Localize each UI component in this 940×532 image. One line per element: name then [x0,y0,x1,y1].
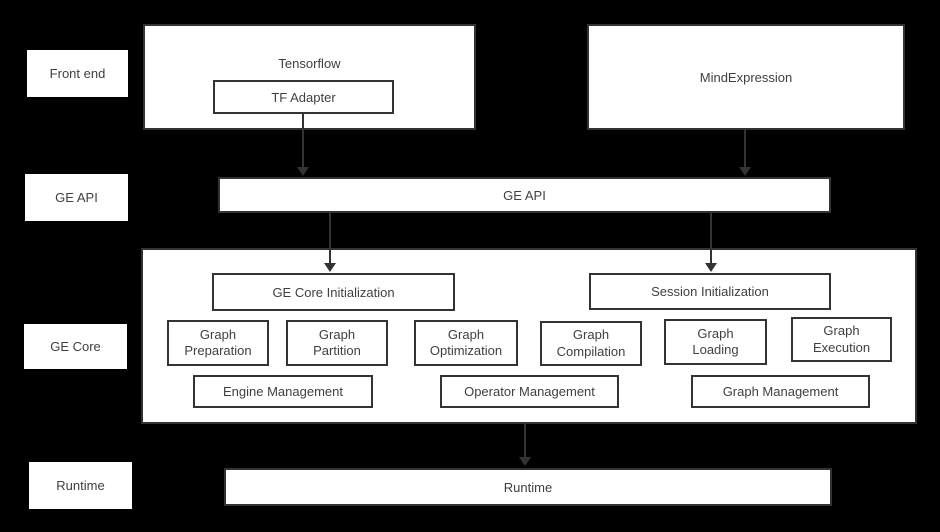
graph-execution-box: Graph Execution [791,317,892,362]
graph-loading-box: Graph Loading [664,319,767,365]
session-initialization-box: Session Initialization [589,273,831,310]
tensorflow-box: Tensorflow TF Adapter [143,24,476,130]
arrow-ge-api-to-session-initialization [705,213,717,272]
graph-optimization-box: Graph Optimization [414,320,518,366]
ge-api-bar: GE API [218,177,831,213]
row-label-ge-api: GE API [25,174,128,221]
graph-compilation-box: Graph Compilation [540,321,642,366]
graph-partition-box: Graph Partition [286,320,388,366]
runtime-bar: Runtime [224,468,832,506]
arrow-mindexpression-to-ge-api [739,130,751,176]
operator-management-box: Operator Management [440,375,619,408]
engine-management-box: Engine Management [193,375,373,408]
row-label-runtime: Runtime [29,462,132,509]
graph-preparation-box: Graph Preparation [167,320,269,366]
tf-adapter-box: TF Adapter [213,80,394,114]
ge-core-initialization-box: GE Core Initialization [212,273,455,311]
mindexpression-box: MindExpression [587,24,905,130]
graph-management-box: Graph Management [691,375,870,408]
arrow-tf-adapter-to-ge-api [297,114,309,176]
arrow-ge-core-to-runtime [519,424,531,466]
arrow-ge-api-to-ge-core-initialization [324,213,336,272]
row-label-ge-core: GE Core [24,324,127,369]
tensorflow-label: Tensorflow [278,56,341,71]
row-label-front-end: Front end [27,50,128,97]
